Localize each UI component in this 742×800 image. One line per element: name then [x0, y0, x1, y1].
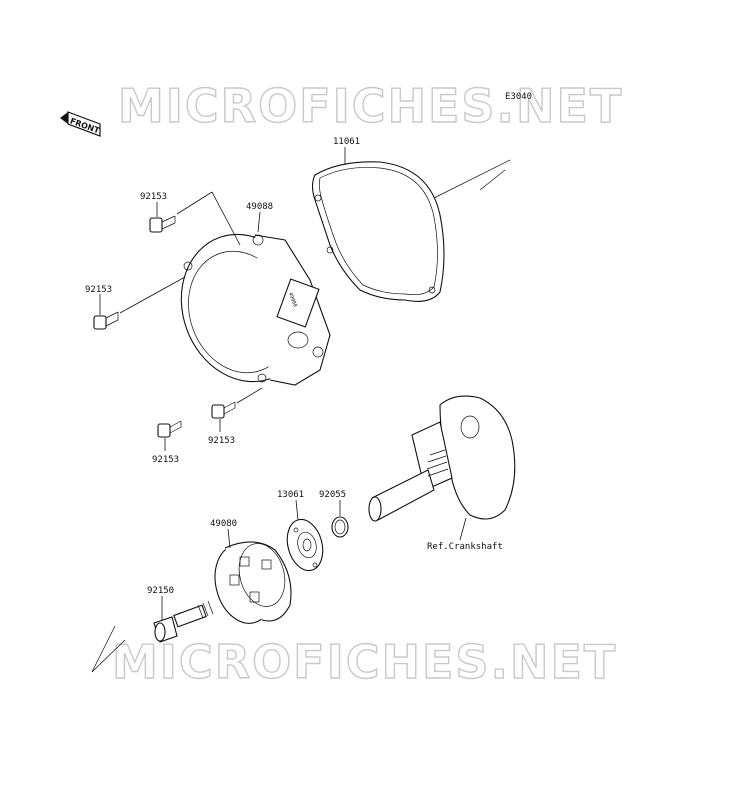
gasket-part-icon [311, 161, 445, 302]
label-92153-a: 92153 [140, 192, 167, 202]
label-11061: 11061 [333, 137, 360, 147]
label-92150: 92150 [147, 586, 174, 596]
bolt-part-icon [149, 191, 241, 246]
bolt-part-icon [211, 387, 263, 419]
label-13061: 13061 [277, 490, 304, 500]
cover-part-icon: 49088 [180, 233, 331, 386]
label-92153-b: 92153 [85, 285, 112, 295]
ref-crankshaft-label: Ref.Crankshaft [427, 542, 503, 552]
hub-part-icon [286, 518, 324, 572]
diagram-code: E3040 [505, 92, 532, 102]
main-bolt-part-icon [153, 600, 214, 643]
crankshaft-part-icon [368, 395, 516, 522]
watermark-bottom: MICROFICHES.NET [112, 635, 617, 689]
cup-part-icon [214, 541, 292, 624]
oring-part-icon [331, 516, 349, 538]
front-arrow-icon: FRONT [60, 111, 101, 137]
label-49080: 49080 [210, 519, 237, 529]
label-92055: 92055 [319, 490, 346, 500]
label-92153-d: 92153 [208, 436, 235, 446]
bolt-part-icon [157, 420, 182, 438]
label-92153-c: 92153 [152, 455, 179, 465]
label-49088: 49088 [246, 202, 273, 212]
bolt-part-icon [93, 276, 186, 330]
svg-text:49088: 49088 [287, 292, 298, 308]
watermark-top: MICROFICHES.NET [118, 79, 623, 133]
